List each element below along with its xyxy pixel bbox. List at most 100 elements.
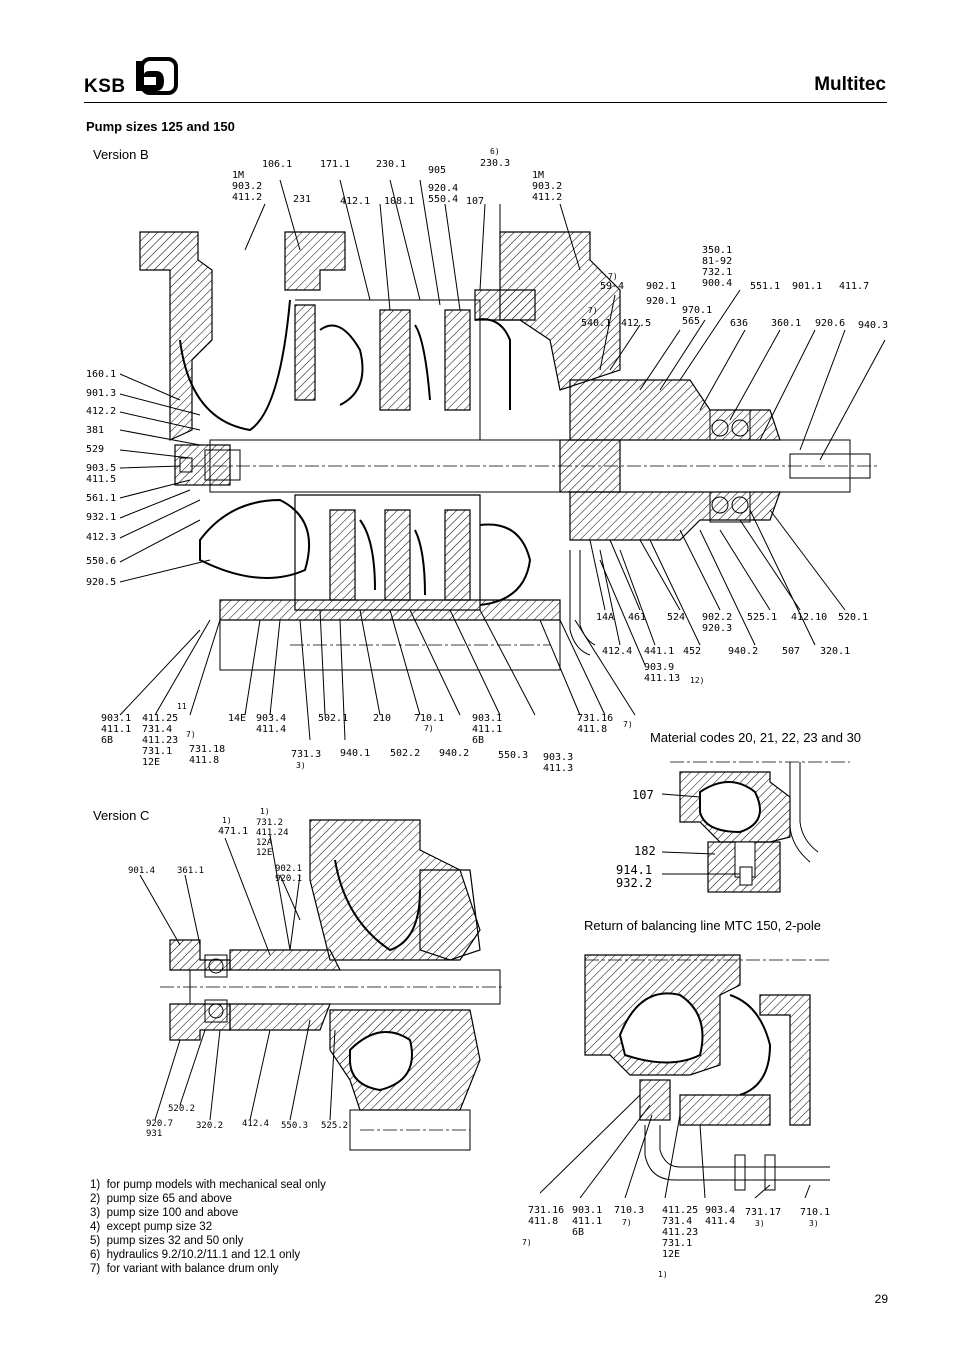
label-108-1: 108.1 [384, 196, 415, 207]
label-710-1: 710.1 [414, 713, 445, 724]
footnote-6: 6) hydraulics 9.2/10.2/11.1 and 12.1 onl… [90, 1249, 301, 1261]
label-903-1-right: 903.1 411.1 6B [472, 713, 503, 746]
label-1m-left: 1M 903.2 411.2 [232, 170, 263, 203]
label-note-12: 12) [690, 676, 705, 685]
label-412-4: 412.4 [602, 646, 633, 657]
label-412-10: 412.10 [791, 612, 828, 623]
label-bal-731-17: 731.17 [745, 1207, 782, 1218]
label-107: 107 [466, 196, 485, 207]
label-bal-note-7a: 7) [522, 1238, 532, 1247]
label-412-5: 412.5 [621, 318, 652, 329]
label-731-16: 731.16 411.8 [577, 713, 614, 735]
label-bal-note-3b: 3) [809, 1219, 819, 1228]
label-c-520-2: 520.2 [168, 1104, 196, 1114]
label-c-550-3: 550.3 [281, 1121, 309, 1131]
label-903-3: 903.3 411.3 [543, 752, 574, 774]
footnote-3: 3) pump size 100 and above [90, 1207, 239, 1219]
label-59-4: 59-4 [600, 281, 625, 292]
label-920-4: 920.4 550.4 [428, 183, 459, 205]
label-561-1: 561.1 [86, 493, 117, 504]
label-502-1: 502.1 [318, 713, 349, 724]
label-171-1: 171.1 [320, 159, 351, 170]
label-360-1: 360.1 [771, 318, 802, 329]
label-902-2: 902.2 920.3 [702, 612, 733, 634]
label-903-4: 903.4 411.4 [256, 713, 287, 735]
header-rule [84, 102, 887, 103]
label-507: 507 [782, 646, 801, 657]
label-381: 381 [86, 425, 105, 436]
label-c-note-1a: 1) [222, 816, 232, 825]
label-940-2-bottom: 940.2 [439, 748, 470, 759]
label-411-25: 411.25 731.4 411.23 731.1 12E [142, 713, 179, 768]
footnote-1: 1) for pump models with mechanical seal … [90, 1179, 326, 1191]
label-c-731-2: 731.2 411.24 12A 12E [256, 818, 289, 858]
label-note-7b: 7) [588, 306, 598, 315]
label-note-7c: 7) [186, 730, 196, 739]
label-525-1: 525.1 [747, 612, 778, 623]
document-title: Multitec [814, 74, 886, 95]
label-550-6: 550.6 [86, 556, 117, 567]
label-940-3: 940.3 [858, 320, 889, 331]
label-524: 524 [667, 612, 686, 623]
page-number: 29 [874, 1292, 888, 1306]
footnote-4: 4) except pump size 32 [90, 1221, 213, 1233]
label-350-1: 350.1 81-92 732.1 900.4 [702, 245, 733, 289]
label-bal-note-1a: 1) [658, 1270, 668, 1279]
label-905: 905 [428, 165, 447, 176]
label-502-2: 502.2 [390, 748, 421, 759]
label-c-471-1: 471.1 [218, 826, 249, 837]
label-mat-182: 182 [634, 844, 656, 858]
label-412-1: 412.1 [340, 196, 371, 207]
label-bal-710-3: 710.3 [614, 1205, 645, 1216]
label-411-7: 411.7 [839, 281, 870, 292]
label-bal-411-25: 411.25 731.4 411.23 731.1 12E [662, 1205, 699, 1260]
caption-version-b: Version B [93, 147, 149, 162]
label-c-412-4: 412.4 [242, 1119, 270, 1129]
label-230-3: 230.3 [480, 158, 511, 169]
label-note-7e: 7) [623, 720, 633, 729]
label-c-901-4: 901.4 [128, 866, 156, 876]
label-mat-107: 107 [632, 788, 654, 802]
label-320-1: 320.1 [820, 646, 851, 657]
footnote-5: 5) pump sizes 32 and 50 only [90, 1235, 244, 1247]
label-160-1: 160.1 [86, 369, 117, 380]
label-920-6: 920.6 [815, 318, 846, 329]
label-412-3: 412.3 [86, 532, 117, 543]
label-540-1: 540.1 [581, 318, 612, 329]
label-bal-note-3a: 3) [755, 1219, 765, 1228]
label-c-361-1: 361.1 [177, 866, 205, 876]
balancing-line-drawing [540, 954, 830, 1199]
label-bal-731-16: 731.16 411.8 [528, 1205, 565, 1227]
label-731-18: 731.18 411.8 [189, 744, 226, 766]
label-903-9: 903.9 411.13 [644, 662, 681, 684]
label-c-525-2: 525.2 [321, 1121, 349, 1131]
section-title: Pump sizes 125 and 150 [86, 119, 235, 134]
label-441-1: 441.1 [644, 646, 675, 657]
label-903-1-left: 903.1 411.1 6B [101, 713, 132, 746]
label-731-3: 731.3 [291, 749, 322, 760]
label-231: 231 [293, 194, 312, 205]
label-c-920-7: 920.7 931 [146, 1119, 174, 1139]
label-940-2: 940.2 [728, 646, 759, 657]
label-1m-right: 1M 903.2 411.2 [532, 170, 563, 203]
label-14a: 14A [596, 612, 615, 623]
label-970-1: 970.1 565 [682, 305, 713, 327]
label-452: 452 [683, 646, 702, 657]
ksb-logo-icon [136, 57, 178, 95]
footnotes: 1) for pump models with mechanical seal … [90, 1178, 326, 1276]
label-note-7d: 7) [424, 724, 434, 733]
label-520-1: 520.1 [838, 612, 869, 623]
label-636: 636 [730, 318, 749, 329]
label-c-902-1: 902.1 920.1 [275, 864, 303, 884]
label-902-1: 902.1 [646, 281, 677, 292]
label-230-1: 230.1 [376, 159, 407, 170]
label-bal-903-4: 903.4 411.4 [705, 1205, 736, 1227]
label-14e: 14E [228, 713, 247, 724]
label-550-3: 550.3 [498, 750, 529, 761]
label-901-1: 901.1 [792, 281, 823, 292]
label-c-note-1b: 1) [260, 807, 270, 816]
label-bal-note-7b: 7) [622, 1218, 632, 1227]
ksb-logo-text: KSB [84, 76, 126, 97]
label-106-1: 106.1 [262, 159, 293, 170]
label-note-6: 6) [490, 147, 500, 156]
